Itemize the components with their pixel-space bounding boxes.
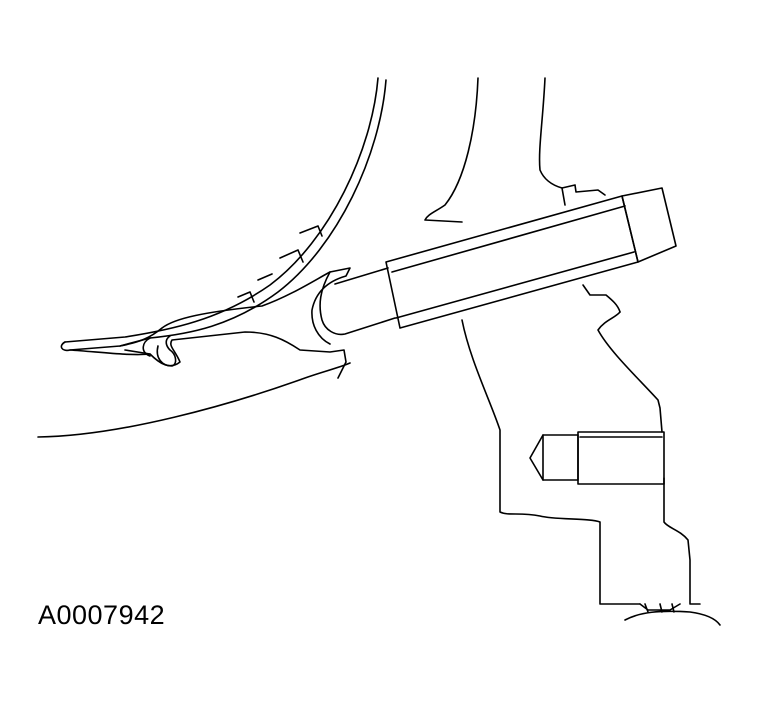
fork-fingers bbox=[119, 337, 151, 355]
tool-neck bbox=[319, 271, 396, 336]
shift-fork bbox=[60, 267, 351, 379]
plug-tip bbox=[529, 434, 544, 481]
case-left-contour bbox=[424, 77, 479, 223]
case-upper-contour bbox=[538, 77, 566, 206]
plug-head bbox=[577, 431, 665, 485]
case-right-contour bbox=[597, 311, 663, 433]
case-body bbox=[424, 77, 721, 626]
tool-sleeve-line-top bbox=[391, 205, 626, 273]
tool-shaft bbox=[319, 187, 677, 336]
housing-ribs bbox=[237, 225, 323, 303]
fork-lower-edge bbox=[69, 331, 347, 379]
case-lower-right bbox=[663, 477, 701, 605]
tool-neck-top bbox=[334, 267, 389, 285]
tool-sleeve-line-bottom bbox=[395, 251, 635, 319]
case-left-body bbox=[461, 319, 641, 605]
tool-end-cap bbox=[621, 187, 677, 263]
housing-curve-outer-line bbox=[64, 77, 379, 343]
housing-curve-inner-line bbox=[149, 79, 387, 339]
figure-id-label: A0007942 bbox=[38, 600, 166, 630]
case-mid-contour bbox=[582, 284, 621, 313]
plug-shank bbox=[542, 434, 579, 481]
lower-arc bbox=[37, 362, 351, 438]
case-bottom-detail bbox=[624, 603, 721, 626]
plug-bolt bbox=[529, 431, 665, 485]
case-bracket-top bbox=[561, 184, 606, 196]
housing-outer-curve bbox=[64, 77, 387, 343]
